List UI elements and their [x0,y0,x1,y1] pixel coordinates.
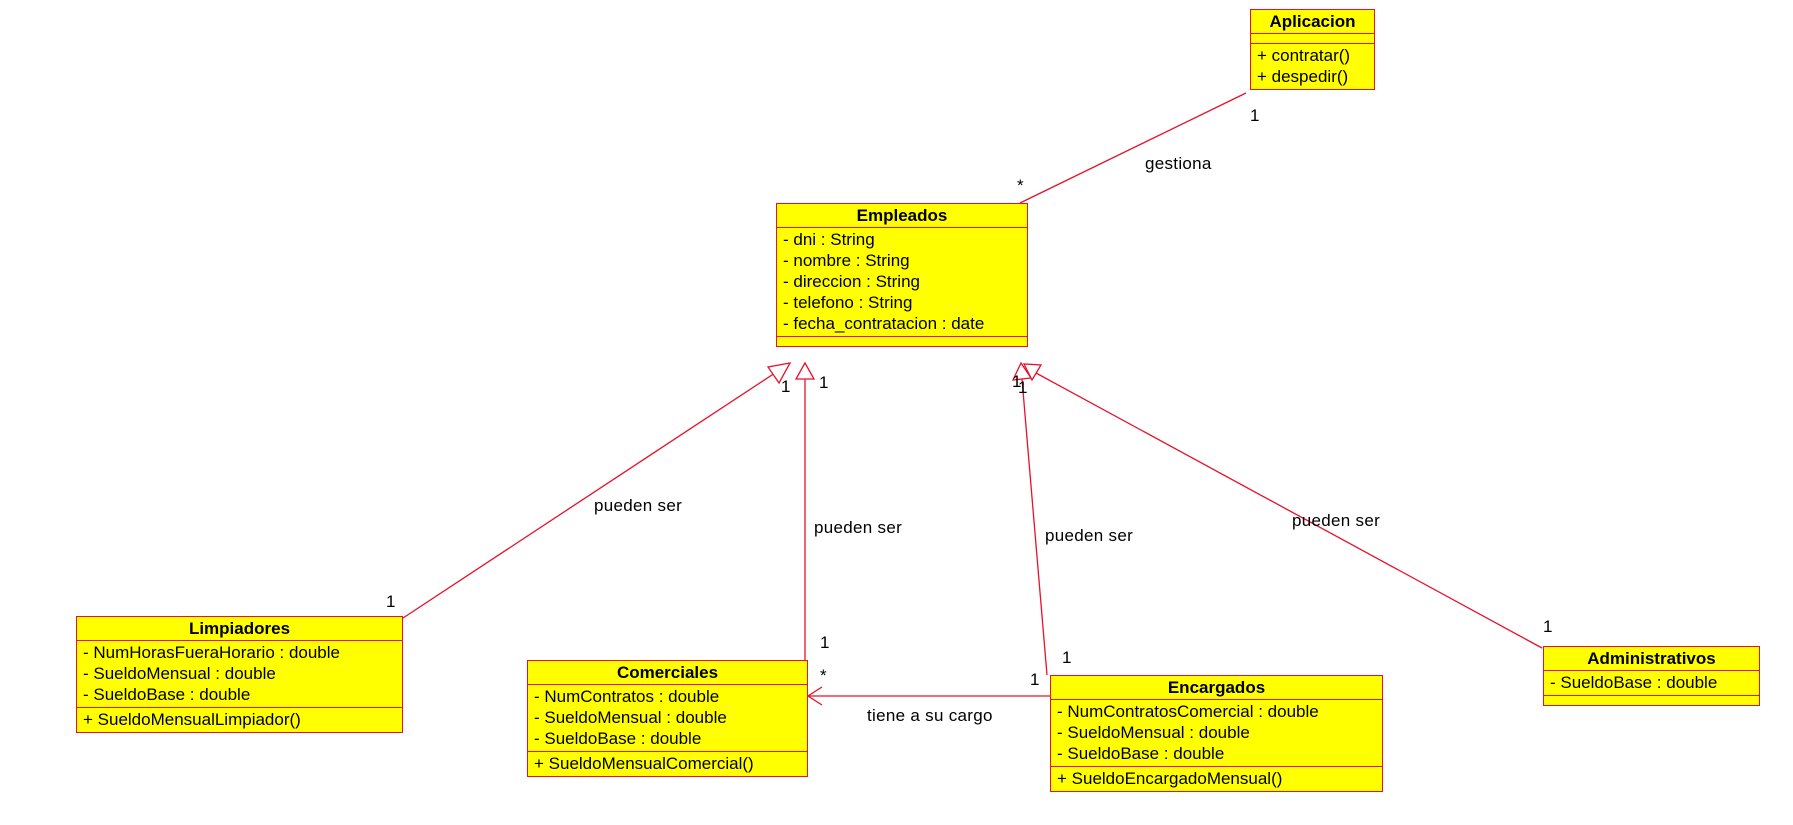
attribute-nombre: - nombre : String [783,251,910,270]
class-aplicacion-attributes [1251,34,1374,44]
association-gestiona-mult-empleados: * [1017,176,1024,195]
generalization-encargados-arrowhead [1011,361,1033,381]
association-tiene-a-su-cargo-mult-encargados: 1 [1030,670,1040,689]
attribute-num-contratos: - NumContratos : double [534,687,720,706]
attribute-num-contratos-comercial: - NumContratosComercial : double [1057,702,1319,721]
attribute-sueldo-base: - SueldoBase : double [83,685,251,704]
association-gestiona-line [1019,92,1247,204]
limpiadores-mult-parent: 1 [781,377,791,396]
attribute-sueldo-mensual: - SueldoMensual : double [83,664,276,683]
class-encargados-attributes: - NumContratosComercial : double - Sueld… [1051,700,1382,767]
association-tiene-a-su-cargo-label: tiene a su cargo [867,706,993,725]
attribute-sueldo-base: - SueldoBase : double [1057,744,1225,763]
attribute-num-horas-fuera-horario: - NumHorasFueraHorario : double [83,643,340,662]
operation-despedir: + despedir() [1257,67,1349,86]
attribute-telefono: - telefono : String [783,293,913,312]
attribute-dni: - dni : String [783,230,875,249]
association-tiene-a-su-cargo-arrowhead [806,686,823,706]
class-administrativos-name: Administrativos [1544,647,1759,671]
generalization-administrativos-line [1035,372,1543,649]
attribute-sueldo-base: - SueldoBase : double [1550,673,1718,692]
encargados-mult-child: 1 [1062,648,1072,667]
class-comerciales-name: Comerciales [528,661,807,685]
class-comerciales-operations: + SueldoMensualComercial() [528,752,807,776]
operation-contratar: + contratar() [1257,46,1351,65]
generalization-encargados-line [1021,378,1048,676]
class-aplicacion[interactable]: Aplicacion + contratar() + despedir() [1250,9,1375,90]
class-empleados-attributes: - dni : String - nombre : String - direc… [777,228,1027,337]
class-encargados-name: Encargados [1051,676,1382,700]
operation-sueldo-encargado-mensual: + SueldoEncargadoMensual() [1057,769,1283,788]
association-tiene-a-su-cargo-mult-comerciales: * [820,666,827,685]
limpiadores-mult-child: 1 [386,592,396,611]
comerciales-pueden-ser-label: pueden ser [814,518,903,537]
encargados-mult-parent: 1 [1012,372,1022,391]
class-comerciales[interactable]: Comerciales - NumContratos : double - Su… [527,660,808,777]
administrativos-mult-child: 1 [1543,617,1553,636]
class-limpiadores-operations: + SueldoMensualLimpiador() [77,708,402,732]
generalization-comerciales-arrowhead [794,361,816,380]
class-administrativos-attributes: - SueldoBase : double [1544,671,1759,696]
association-gestiona-label: gestiona [1145,154,1212,173]
class-encargados-operations: + SueldoEncargadoMensual() [1051,767,1382,791]
association-gestiona-mult-aplicacion: 1 [1250,106,1260,125]
generalization-limpiadores-arrowhead [766,362,792,385]
encargados-pueden-ser-label: pueden ser [1045,526,1134,545]
operation-sueldo-mensual-comercial: + SueldoMensualComercial() [534,754,754,773]
class-aplicacion-name: Aplicacion [1251,10,1374,34]
comerciales-mult-child: 1 [820,633,830,652]
class-limpiadores[interactable]: Limpiadores - NumHorasFueraHorario : dou… [76,616,403,733]
attribute-sueldo-mensual: - SueldoMensual : double [1057,723,1250,742]
class-empleados-operations [777,337,1027,346]
class-comerciales-attributes: - NumContratos : double - SueldoMensual … [528,685,807,752]
class-aplicacion-operations: + contratar() + despedir() [1251,44,1374,89]
attribute-sueldo-base: - SueldoBase : double [534,729,702,748]
attribute-sueldo-mensual: - SueldoMensual : double [534,708,727,727]
operation-sueldo-mensual-limpiador: + SueldoMensualLimpiador() [83,710,301,729]
class-empleados-name: Empleados [777,204,1027,228]
administrativos-mult-parent: 1 [1018,378,1028,397]
limpiadores-pueden-ser-label: pueden ser [594,496,683,515]
attribute-direccion: - direccion : String [783,272,920,291]
comerciales-mult-parent: 1 [819,373,829,392]
class-limpiadores-name: Limpiadores [77,617,402,641]
class-empleados[interactable]: Empleados - dni : String - nombre : Stri… [776,203,1028,347]
attribute-fecha-contratacion: - fecha_contratacion : date [783,314,985,333]
class-administrativos-operations [1544,696,1759,705]
administrativos-pueden-ser-label: pueden ser [1292,511,1381,530]
class-encargados[interactable]: Encargados - NumContratosComercial : dou… [1050,675,1383,792]
generalization-administrativos-arrowhead [1022,363,1043,382]
class-administrativos[interactable]: Administrativos - SueldoBase : double [1543,646,1760,706]
generalization-limpiadores-line [399,370,779,621]
class-limpiadores-attributes: - NumHorasFueraHorario : double - Sueldo… [77,641,402,708]
